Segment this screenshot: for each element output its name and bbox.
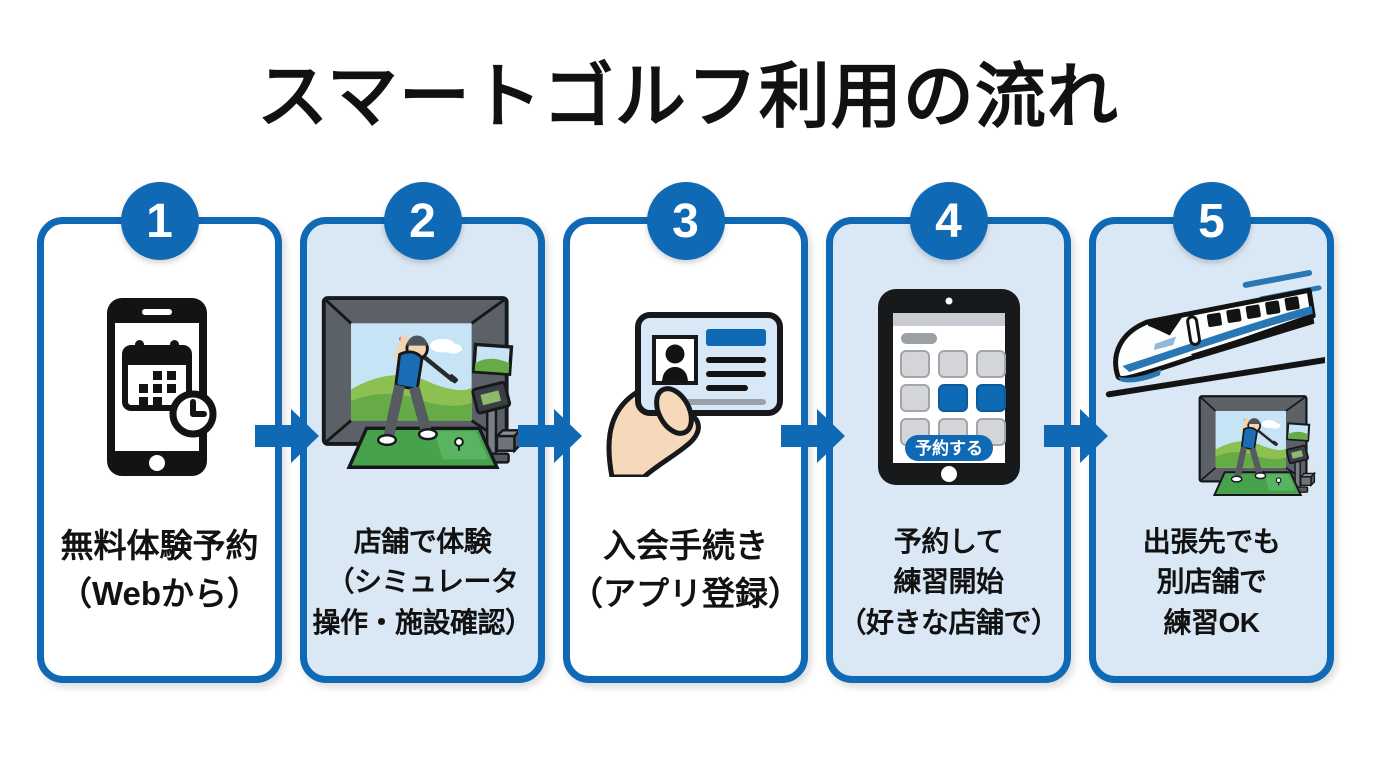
step-label-line: 入会手続き (603, 527, 768, 564)
reserve-button: 予約する (904, 435, 993, 461)
step-label: 無料体験予約 （Webから） (34, 522, 285, 617)
reserve-button-label: 予約する (915, 438, 983, 458)
step-label-line: 無料体験予約 (60, 527, 259, 564)
step-label-line: （好きな店舗で） (838, 606, 1059, 638)
flow-arrow-icon (1044, 407, 1108, 465)
step-label-line: 別店舗で (1156, 566, 1267, 598)
step-card-5: 5 (1086, 182, 1337, 683)
page-title: スマートゴルフ利用の流れ (257, 58, 1119, 137)
step-label: 入会手続き （アプリ登録） (560, 522, 811, 617)
step-label-line: （Webから） (58, 574, 261, 612)
step-number-badge: 2 (383, 182, 462, 260)
flow-arrow-icon (518, 407, 582, 465)
step-label: 予約して 練習開始 （好きな店舗で） (823, 522, 1074, 643)
step-label-line: 練習開始 (893, 566, 1004, 598)
step-card-2: 2 店舗で体験 （シミュレータ 操作・施設確認） (297, 182, 548, 683)
step-label-line: 出張先でも (1142, 526, 1281, 557)
step-label-line: 店舗で体験 (353, 526, 492, 557)
step-label-line: 操作・施設確認） (312, 606, 533, 638)
phone-calendar-clock-icon (44, 276, 275, 498)
membership-card-icon (570, 276, 801, 498)
step-card-3: 3 入会手続き （アプリ登録） (560, 182, 811, 683)
step-label-line: （シミュレータ (326, 566, 519, 598)
step-label: 店舗で体験 （シミュレータ 操作・施設確認） (297, 522, 548, 643)
step-label-line: 予約して (893, 526, 1004, 557)
step-number-badge: 4 (909, 182, 988, 260)
flow-arrow-icon (255, 407, 319, 465)
step-card-4: 4 予約する 予約して 練習開始 （好きな店舗で） (823, 182, 1074, 683)
step-label-line: 練習OK (1163, 606, 1260, 638)
step-label: 出張先でも 別店舗で 練習OK (1086, 522, 1337, 643)
step-number-badge: 1 (120, 182, 199, 260)
flow-arrow-icon (781, 407, 845, 465)
step-card-1: 1 無料体験予約 （Webから） (34, 182, 285, 683)
bullet-train-icon (1105, 287, 1325, 398)
step-number-badge: 3 (646, 182, 725, 260)
tablet-booking-icon: 予約する (833, 276, 1064, 498)
mini-golf-simulator-icon (1199, 396, 1314, 495)
step-label-line: （アプリ登録） (570, 574, 801, 612)
step-number-badge: 5 (1172, 182, 1251, 260)
golf-simulator-icon (307, 276, 538, 498)
train-travel-simulator-icon (1096, 262, 1327, 510)
